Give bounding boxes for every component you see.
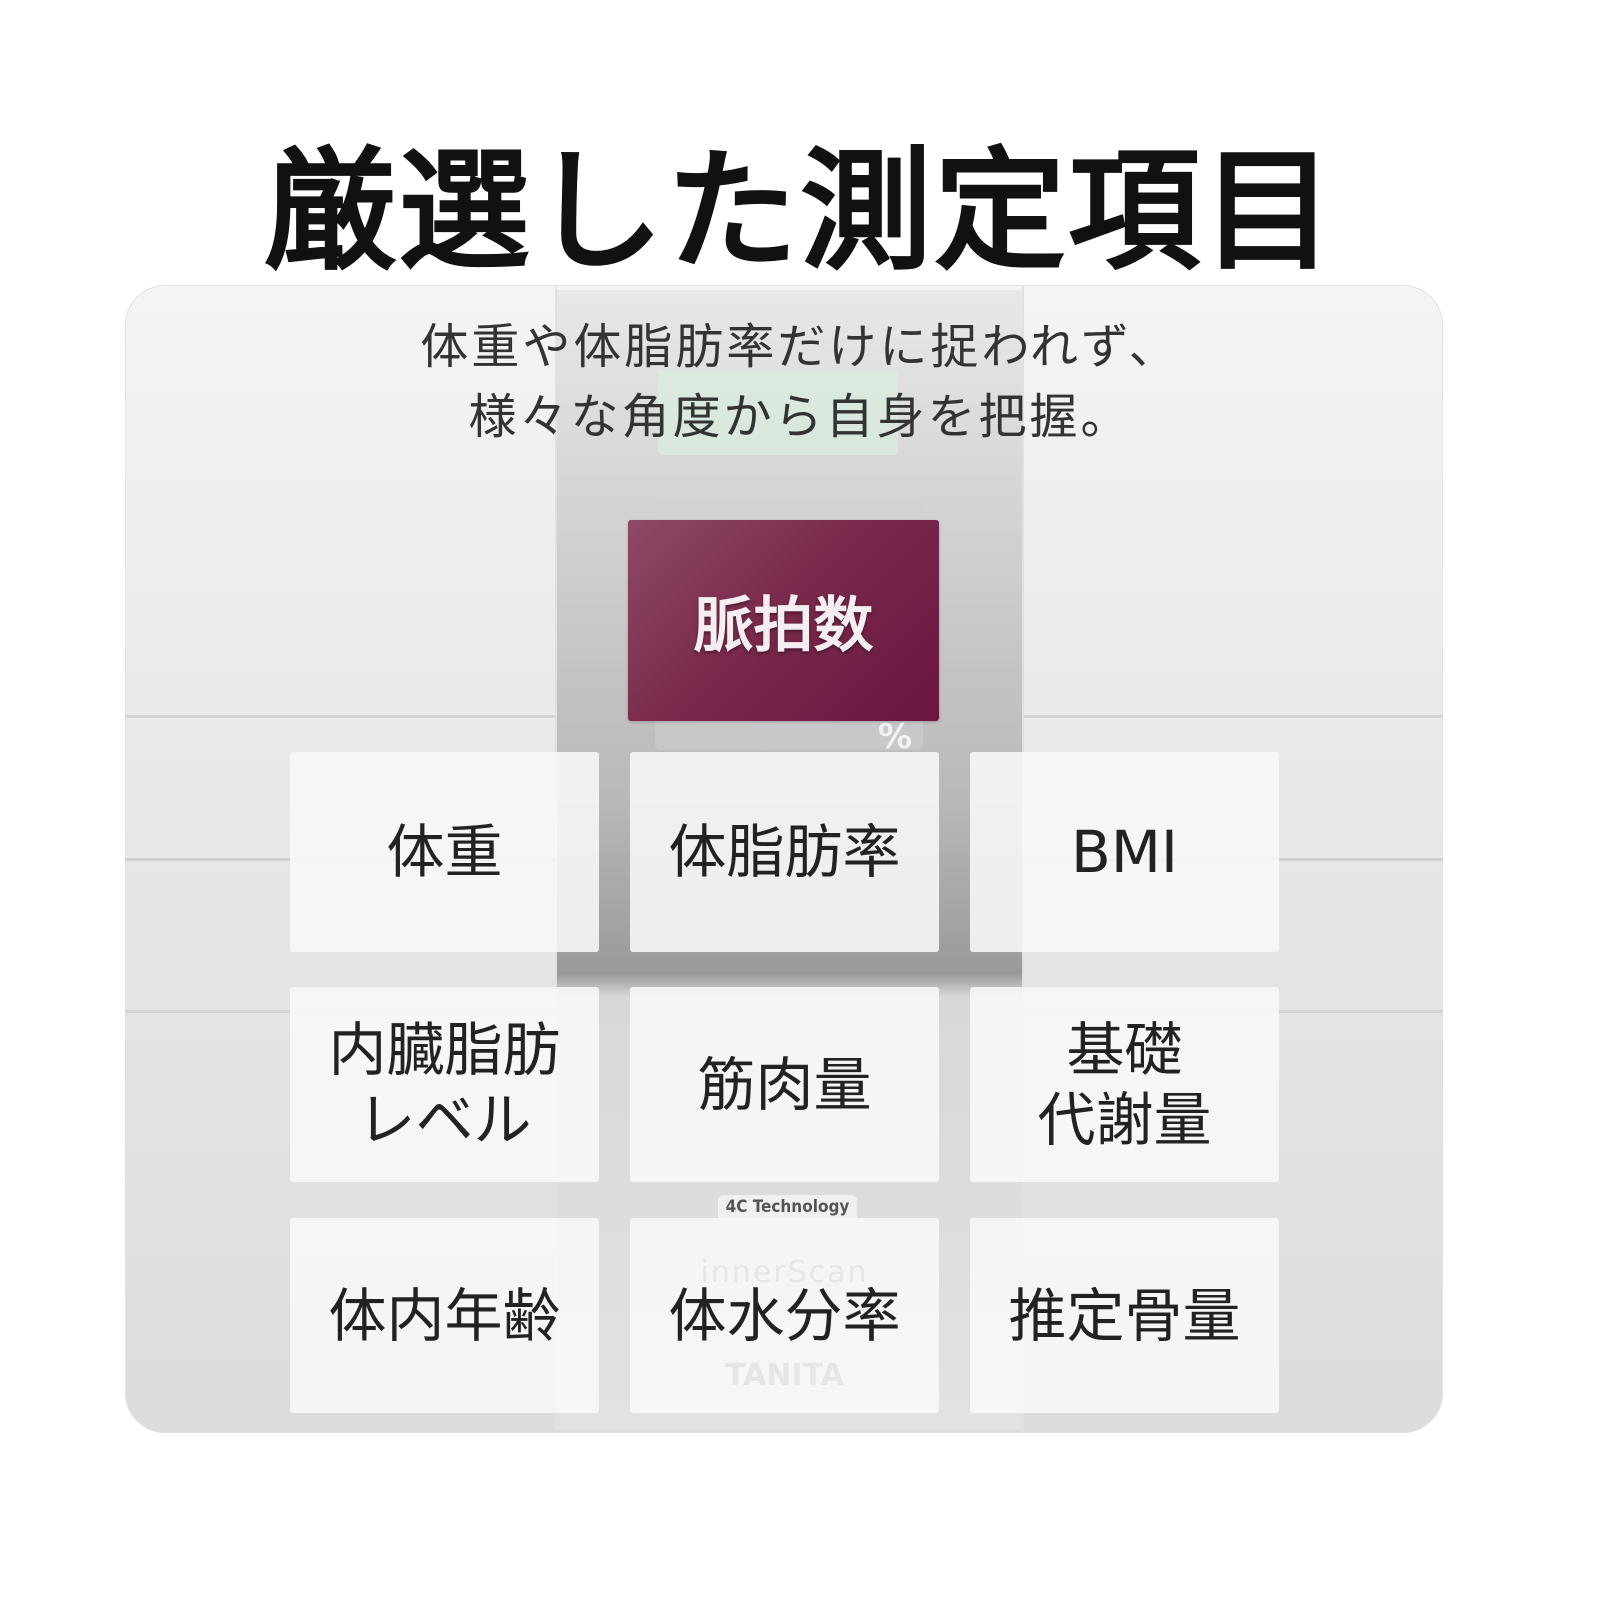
unit-label: % — [878, 717, 913, 757]
model-logo: innerScan — [700, 1255, 869, 1290]
item-tile: 体水分率 — [630, 1218, 939, 1413]
item-tile: 体重 — [290, 752, 599, 952]
item-tile: BMI — [970, 752, 1279, 952]
item-tile: 推定骨量 — [970, 1218, 1279, 1413]
item-tile: 内臓脂肪 レベル — [290, 987, 599, 1182]
highlight-pulse-rate: 脈拍数 — [628, 520, 939, 721]
subtitle-line: 様々な角度から自身を把握。 — [468, 389, 1132, 445]
subtitle-line: 体重や体脂肪率だけに捉われず、 — [420, 319, 1180, 375]
item-tile: 体脂肪率 — [630, 752, 939, 952]
technology-badge: 4C Technology — [718, 1195, 857, 1219]
item-tile: 基礎 代謝量 — [970, 987, 1279, 1182]
subtitle: 体重や体脂肪率だけに捉われず、 様々な角度から自身を把握。 — [0, 312, 1600, 452]
brand-logo: TANITA — [725, 1358, 844, 1393]
item-tile: 体内年齢 — [290, 1218, 599, 1413]
page-title: 厳選した測定項目 — [264, 134, 1336, 289]
display-indicator — [658, 370, 898, 455]
item-tile: 筋肉量 — [630, 987, 939, 1182]
